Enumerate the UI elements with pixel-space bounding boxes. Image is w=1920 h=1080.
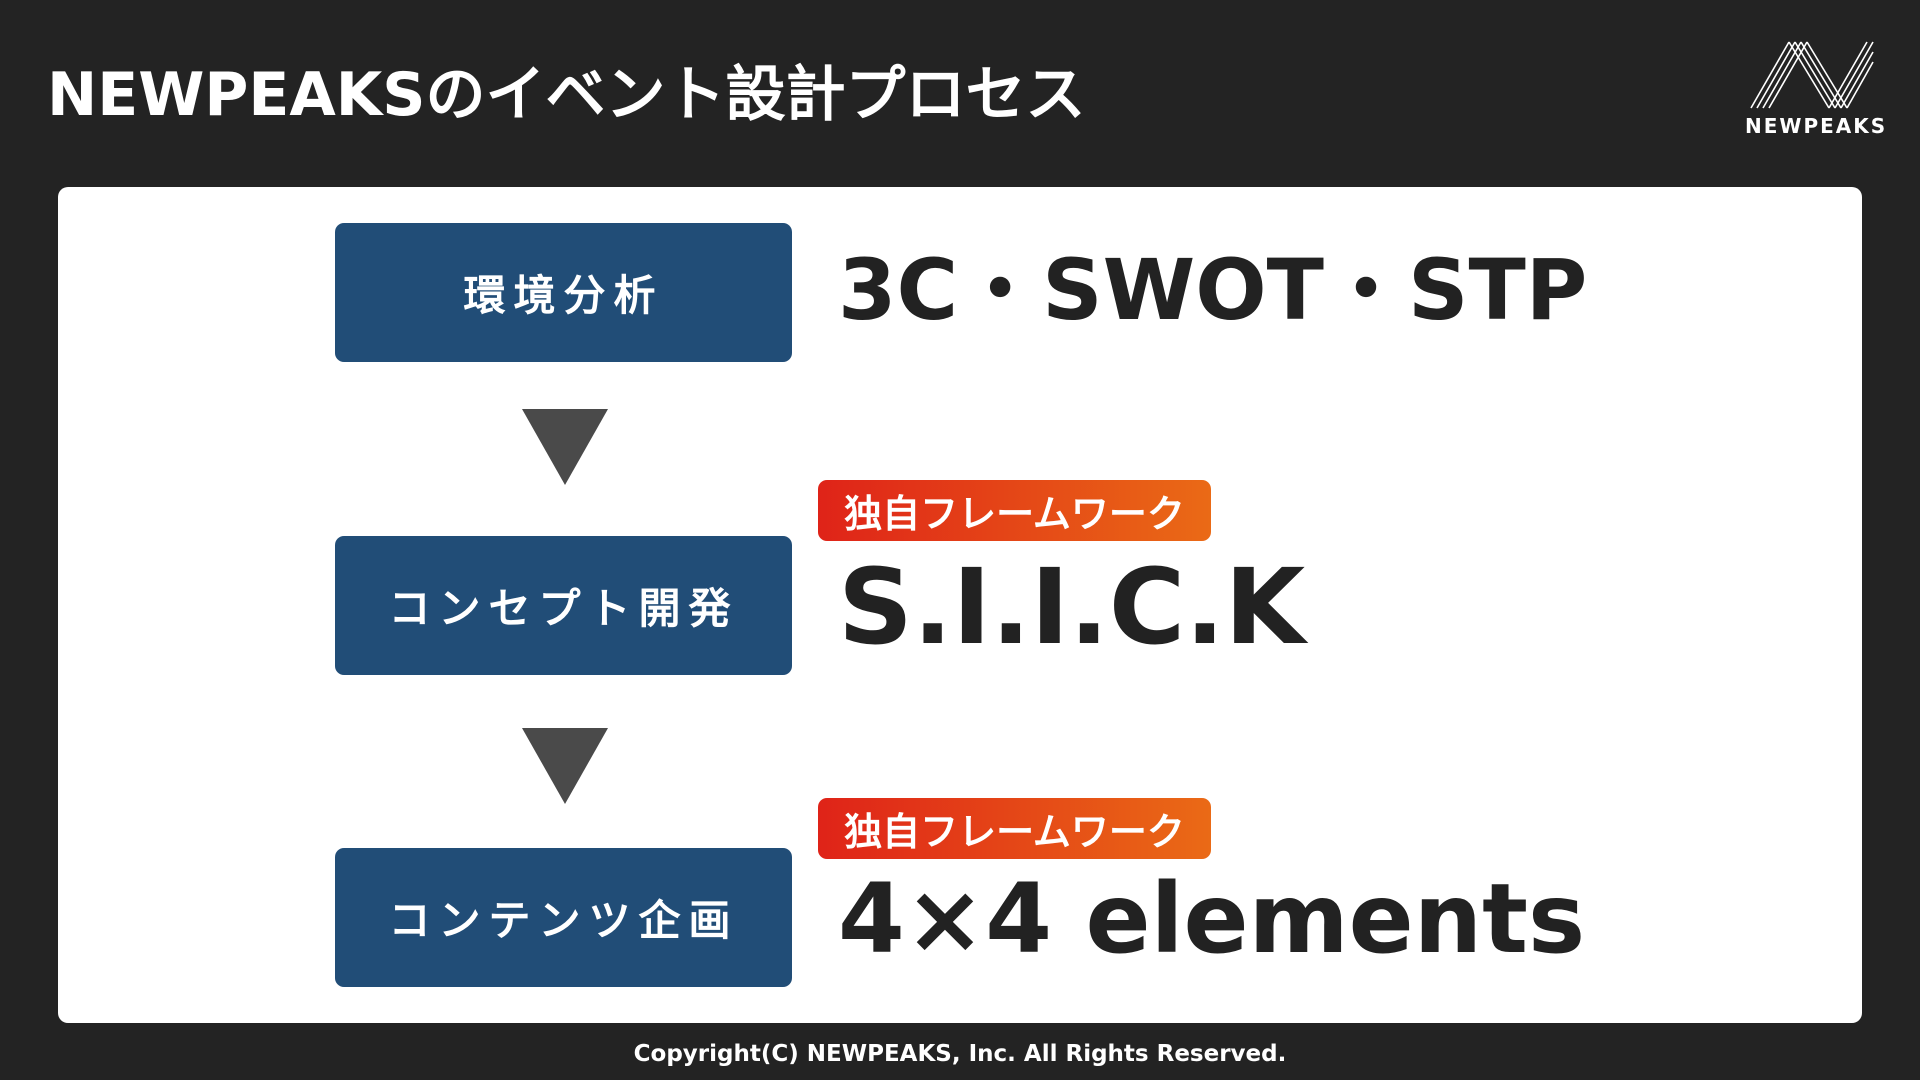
- step-value-content-planning: 4×4 elements: [838, 863, 1586, 975]
- step-box-concept-development: コンセプト開発: [335, 536, 792, 675]
- arrow-down-icon: [522, 728, 608, 804]
- step-value-environment-analysis: 3C・SWOT・STP: [838, 241, 1588, 339]
- step-box-content-planning: コンテンツ企画: [335, 848, 792, 987]
- content-panel: 環境分析 3C・SWOT・STP 独自フレームワーク コンセプト開発 S.I.I…: [58, 187, 1862, 1023]
- step-box-environment-analysis: 環境分析: [335, 223, 792, 362]
- arrow-down-icon: [522, 409, 608, 485]
- copyright-footer: Copyright(C) NEWPEAKS, Inc. All Rights R…: [633, 1041, 1287, 1067]
- logo: NEWPEAKS: [1745, 40, 1888, 150]
- newpeaks-logo-icon: [1750, 41, 1874, 109]
- badge-original-framework: 独自フレームワーク: [818, 798, 1211, 859]
- page-title: NEWPEAKSのイベント設計プロセス: [47, 60, 1086, 130]
- badge-original-framework: 独自フレームワーク: [818, 480, 1211, 541]
- step-value-concept-development: S.I.I.C.K: [838, 546, 1306, 668]
- logo-text: NEWPEAKS: [1745, 114, 1888, 138]
